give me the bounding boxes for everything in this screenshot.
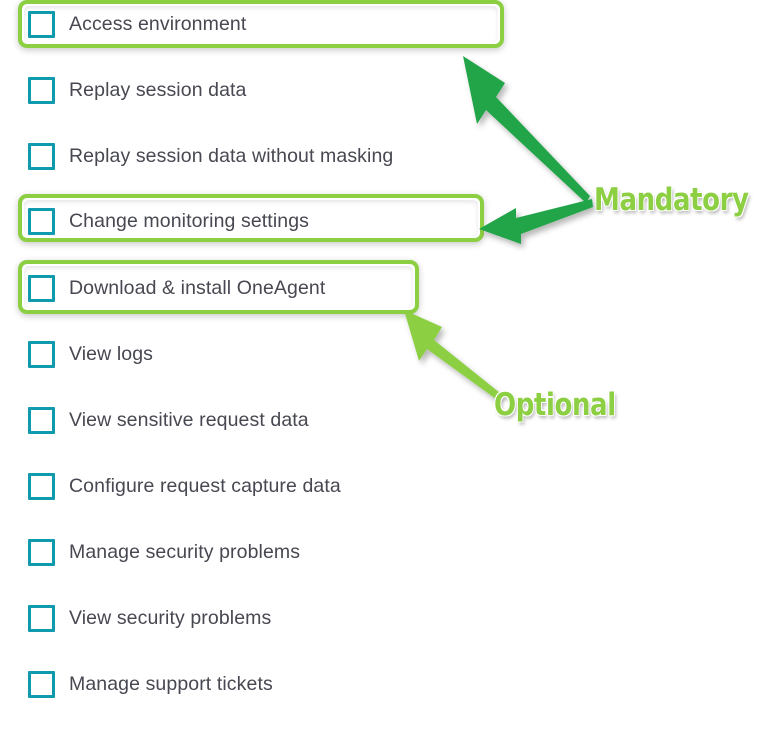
checkbox-view-security-problems[interactable] — [28, 604, 55, 632]
permission-row-manage-security-problems[interactable]: Manage security problems — [28, 535, 300, 569]
permission-row-view-logs[interactable]: View logs — [28, 337, 153, 371]
permission-row-replay-session-data-without-masking[interactable]: Replay session data without masking — [28, 139, 393, 173]
permission-label: Download & install OneAgent — [69, 276, 326, 299]
permission-label: Change monitoring settings — [69, 209, 309, 232]
checkbox-replay-session-data-without-masking[interactable] — [28, 142, 55, 170]
permission-label: Manage support tickets — [69, 672, 273, 695]
permission-row-view-sensitive-request-data[interactable]: View sensitive request data — [28, 403, 309, 437]
permission-row-manage-support-tickets[interactable]: Manage support tickets — [28, 667, 273, 701]
checkbox-download-install-oneagent[interactable] — [28, 274, 55, 302]
highlight-box-download-install-oneagent — [18, 260, 419, 314]
permission-row-change-monitoring-settings[interactable]: Change monitoring settings — [28, 204, 309, 238]
checkbox-replay-session-data[interactable] — [28, 76, 55, 104]
permission-label: Access environment — [69, 12, 247, 35]
permission-label: View logs — [69, 342, 154, 365]
checkbox-manage-support-tickets[interactable] — [28, 670, 55, 698]
permission-row-configure-request-capture-data[interactable]: Configure request capture data — [28, 469, 341, 503]
annotation-label-optional: Optional — [494, 387, 616, 423]
checkbox-view-logs[interactable] — [28, 340, 55, 368]
highlight-box-change-monitoring-settings — [18, 194, 484, 242]
permission-row-replay-session-data[interactable]: Replay session data — [28, 73, 247, 107]
permission-label: Replay session data — [69, 78, 247, 101]
checkbox-access-environment[interactable] — [28, 10, 55, 38]
permission-label: View sensitive request data — [69, 408, 309, 431]
permission-row-access-environment[interactable]: Access environment — [28, 7, 246, 41]
permission-label: Replay session data without masking — [69, 144, 394, 167]
checkbox-view-sensitive-request-data[interactable] — [28, 406, 55, 434]
permission-row-view-security-problems[interactable]: View security problems — [28, 601, 271, 635]
checkbox-change-monitoring-settings[interactable] — [28, 207, 55, 235]
checkbox-configure-request-capture-data[interactable] — [28, 472, 55, 500]
annotation-label-mandatory: Mandatory — [594, 182, 749, 218]
permission-row-download-install-oneagent[interactable]: Download & install OneAgent — [28, 271, 325, 305]
permission-label: View security problems — [69, 606, 272, 629]
checkbox-manage-security-problems[interactable] — [28, 538, 55, 566]
highlight-box-access-environment — [18, 0, 504, 48]
permission-label: Manage security problems — [69, 540, 301, 563]
permission-label: Configure request capture data — [69, 474, 341, 497]
